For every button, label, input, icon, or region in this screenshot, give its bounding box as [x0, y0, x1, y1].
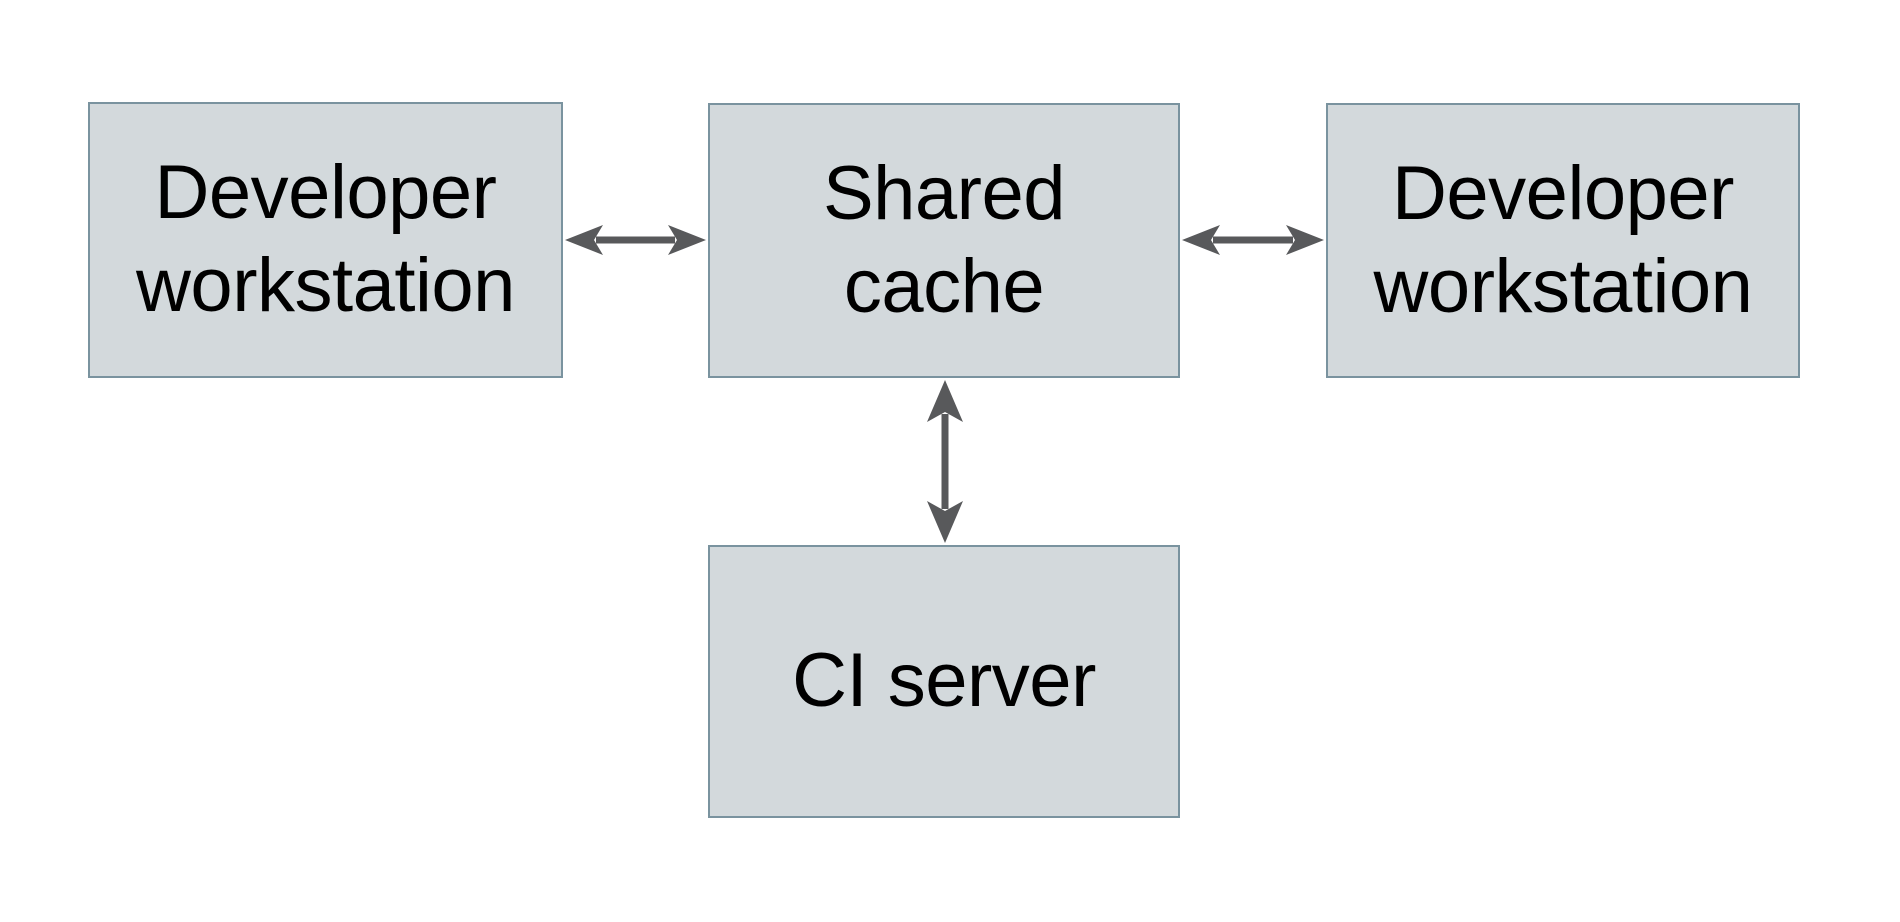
- node-label-shared-cache: Shared cache: [822, 150, 1066, 329]
- node-label-developer-workstation-left: Developer workstation: [136, 150, 515, 328]
- node-developer-workstation-left: Developer workstation: [88, 102, 563, 378]
- bidirectional-arrow-cache-ciserver-icon: [915, 378, 975, 545]
- node-developer-workstation-right: Developer workstation: [1326, 103, 1800, 378]
- node-label-ci-server: CI server: [792, 638, 1096, 724]
- node-label-developer-workstation-right: Developer workstation: [1373, 150, 1753, 329]
- node-ci-server: CI server: [708, 545, 1180, 818]
- node-shared-cache: Shared cache: [708, 103, 1180, 378]
- bidirectional-arrow-devleft-cache-icon: [563, 210, 708, 270]
- bidirectional-arrow-cache-devright-icon: [1180, 210, 1326, 270]
